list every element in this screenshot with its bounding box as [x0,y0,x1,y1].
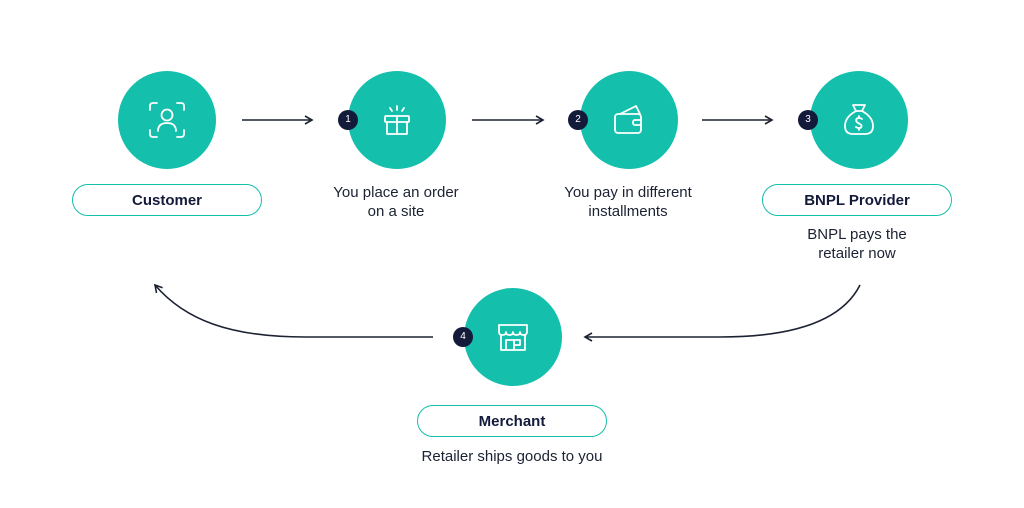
gift-icon [384,105,410,135]
customer-label: Customer [72,184,262,216]
provider-node [810,71,908,169]
step-badge-1: 1 [338,110,358,130]
provider-caption: BNPL pays the retailer now [807,226,907,262]
pay-caption: You pay in different installments [564,184,692,220]
order-node [348,71,446,169]
face-scan-icon [149,102,185,138]
customer-node [118,71,216,169]
money-bag-icon [844,104,874,135]
merchant-node [464,288,562,386]
arrow-merchant-to-customer [153,283,433,338]
wallet-icon [614,105,642,134]
step-badge-2: 2 [568,110,588,130]
step-badge-4: 4 [453,327,473,347]
arrow-provider-to-merchant [583,284,861,342]
order-caption: You place an order on a site [333,184,459,220]
merchant-caption: Retailer ships goods to you [421,448,603,465]
step-badge-3: 3 [798,110,818,130]
pay-node [580,71,678,169]
storefront-icon [498,324,528,351]
provider-label: BNPL Provider [762,184,952,216]
merchant-label: Merchant [417,405,607,437]
